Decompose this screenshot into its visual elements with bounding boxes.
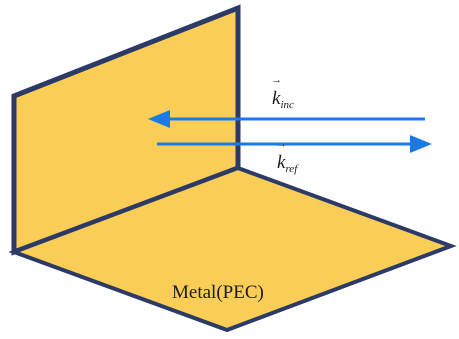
reflected-vector-mark: → [276,138,287,150]
metal-plate-label: Metal(PEC) [172,282,264,303]
reflected-k-symbol: k [277,152,286,173]
svg-text:kinc: kinc [272,88,294,111]
incident-arrowhead [148,110,170,128]
reflected-subscript: ref [285,163,299,175]
incident-wave-label: → kinc [271,74,294,111]
reflected-wave-arrow [157,135,432,153]
incident-vector-mark: → [271,74,282,86]
reflected-arrowhead [410,135,432,153]
incident-subscript: inc [280,99,294,111]
incident-k-symbol: k [272,88,281,109]
reflected-wave-label: → kref [276,138,299,175]
svg-text:kref: kref [277,152,299,175]
horizontal-metal-plate [8,165,457,333]
incident-wave-arrow [148,110,425,128]
